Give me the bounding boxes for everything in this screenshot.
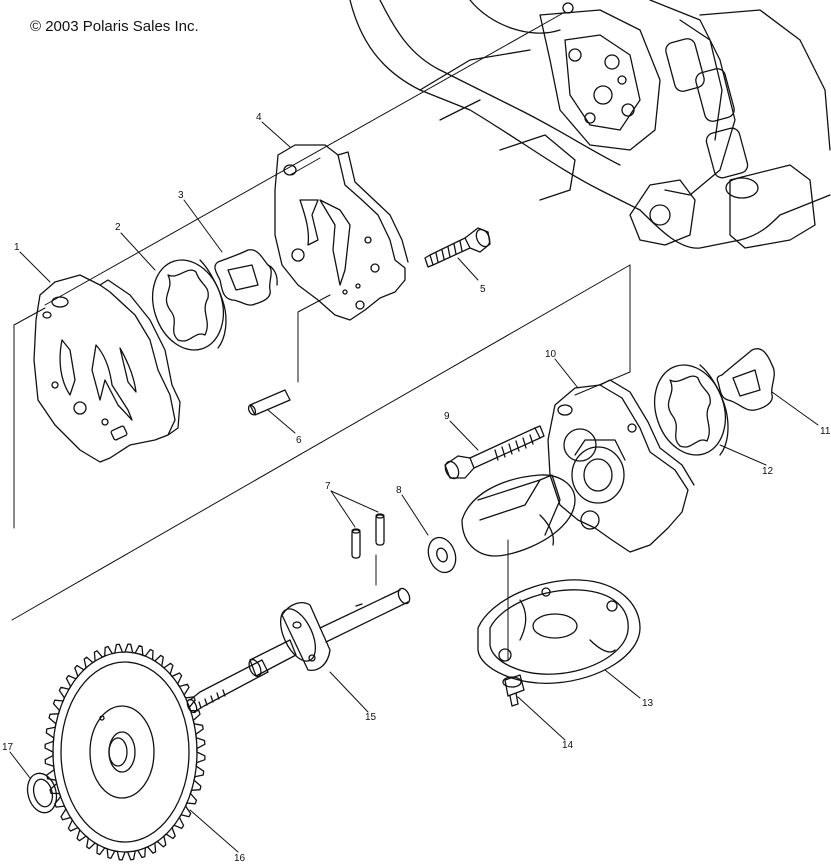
washer-part-8 [427, 536, 457, 574]
outer-rotor-part-12 [654, 364, 729, 456]
gasket-part-13 [477, 579, 641, 684]
callout-16: 16 [234, 853, 246, 862]
callout-4: 4 [256, 112, 262, 123]
pump-housing-part-10 [461, 379, 695, 557]
callout-2: 2 [115, 222, 121, 233]
callout-6: 6 [296, 435, 302, 446]
inner-rotor-part-11 [716, 348, 775, 411]
callout-10: 10 [545, 349, 557, 360]
screw-part-14 [502, 674, 525, 707]
callout-15: 15 [365, 712, 377, 723]
outer-rotor-part-2 [152, 259, 227, 351]
callout-7: 7 [325, 481, 331, 492]
callout-3: 3 [178, 190, 184, 201]
bolt-part-9 [444, 425, 545, 480]
pump-shaft-part-15 [186, 587, 411, 714]
o-ring-part-17 [26, 772, 58, 814]
callout-14: 14 [562, 740, 574, 751]
callout-leaders [9, 121, 819, 853]
callout-1: 1 [14, 242, 20, 253]
callout-13: 13 [642, 698, 654, 709]
copyright-notice: © 2003 Polaris Sales Inc. [30, 18, 199, 35]
callout-9: 9 [444, 411, 450, 422]
drive-gear-part-16 [44, 643, 206, 861]
callout-17: 17 [2, 742, 14, 753]
callout-8: 8 [396, 485, 402, 496]
pins-part-7 [351, 513, 385, 559]
callout-12: 12 [762, 466, 774, 477]
screw-part-5 [424, 227, 491, 268]
oil-pump-body-part-1 [33, 274, 181, 463]
dowel-pin-part-6 [247, 389, 291, 416]
callout-11: 11 [820, 426, 831, 437]
callout-5: 5 [480, 284, 486, 295]
callout-labels: 1 2 3 4 5 6 7 8 9 10 11 12 13 14 15 16 1… [2, 112, 831, 864]
pump-cover-plate-part-4 [274, 144, 409, 321]
inner-rotor-part-3 [214, 249, 278, 306]
alignment-lines [11, 11, 631, 661]
engine-crankcase [349, 0, 831, 249]
